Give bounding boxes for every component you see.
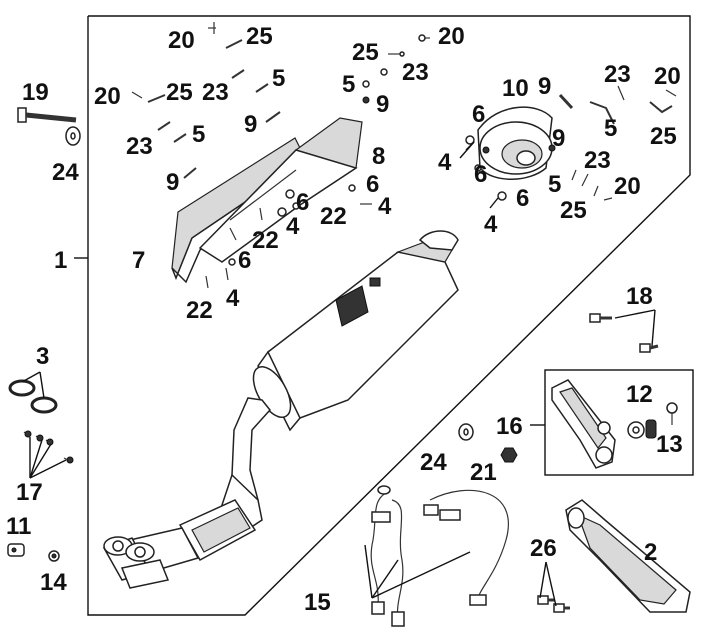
callout: 6 <box>366 171 379 198</box>
callout: 24 <box>52 159 79 186</box>
callout: 7 <box>132 247 145 274</box>
callout: 15 <box>304 589 331 616</box>
callout: 9 <box>244 111 257 138</box>
callout: 23 <box>402 59 429 86</box>
callouts: 20 25 25 20 23 5 9 20 25 23 5 19 24 23 5… <box>6 23 683 616</box>
callout: 6 <box>238 247 251 274</box>
muffler <box>252 230 459 432</box>
bracket-box <box>544 369 694 476</box>
callout: 22 <box>186 297 213 324</box>
nut-21 <box>500 447 518 463</box>
callout: 9 <box>376 91 389 118</box>
callout: 12 <box>626 381 653 408</box>
callout: 13 <box>656 431 683 458</box>
exhaust-pipe <box>102 397 271 589</box>
callout: 5 <box>192 121 205 148</box>
callout: 3 <box>36 343 49 370</box>
callout: 20 <box>168 27 195 54</box>
washer-24-right <box>458 423 474 441</box>
callout: 5 <box>548 171 561 198</box>
callout: 25 <box>650 123 677 150</box>
callout: 21 <box>470 459 497 486</box>
oxygen-sensors-15 <box>370 485 509 627</box>
assembly-frame <box>87 15 691 616</box>
callout: 23 <box>604 61 631 88</box>
callout: 25 <box>246 23 273 50</box>
nut-14 <box>48 550 60 562</box>
callout: 4 <box>438 149 452 176</box>
callout: 25 <box>352 39 379 66</box>
callout: 8 <box>372 143 385 170</box>
callout: 18 <box>626 283 653 310</box>
callout: 2 <box>644 539 657 566</box>
heat-shield-8 <box>198 117 363 263</box>
callout: 9 <box>166 169 179 196</box>
callout: 6 <box>472 101 485 128</box>
callout: 16 <box>496 413 523 440</box>
callout: 5 <box>342 71 355 98</box>
callout: 23 <box>202 79 229 106</box>
callout: 25 <box>166 79 193 106</box>
callout: 25 <box>560 197 587 224</box>
bracket-16 <box>551 379 678 469</box>
callout: 14 <box>40 569 67 596</box>
sensor-11 <box>7 543 25 557</box>
callout: 11 <box>6 513 31 540</box>
callout: 4 <box>378 193 392 220</box>
bracket-2 <box>565 499 691 613</box>
callout: 6 <box>296 189 309 216</box>
callout: 23 <box>126 133 153 160</box>
end-cap-10 <box>477 106 553 180</box>
callout: 5 <box>272 65 285 92</box>
callout: 23 <box>584 147 611 174</box>
callout: 20 <box>438 23 465 50</box>
washer-24-left <box>65 126 81 146</box>
leader-lines <box>21 141 656 607</box>
callout: 17 <box>16 479 43 506</box>
bolts-26 <box>537 595 570 613</box>
callout: 6 <box>474 161 487 188</box>
callout: 20 <box>654 63 681 90</box>
fasteners <box>131 22 677 289</box>
callout: 10 <box>502 75 529 102</box>
callout: 1 <box>54 247 67 274</box>
callout: 9 <box>538 73 551 100</box>
callout: 24 <box>420 449 447 476</box>
gaskets-3 <box>8 379 58 414</box>
callout: 26 <box>530 535 557 562</box>
callout: 4 <box>226 285 240 312</box>
callout: 22 <box>252 227 279 254</box>
studs-17 <box>23 430 74 464</box>
bolts-18 <box>589 313 659 353</box>
callout: 5 <box>604 115 617 142</box>
callout: 20 <box>614 173 641 200</box>
callout: 4 <box>484 211 498 238</box>
callout: 6 <box>516 185 529 212</box>
callout: 19 <box>22 79 49 106</box>
callout: 4 <box>286 213 300 240</box>
callout: 9 <box>552 125 565 152</box>
callout: 20 <box>94 83 121 110</box>
callout: 22 <box>320 203 347 230</box>
bolt-19 <box>17 107 77 123</box>
